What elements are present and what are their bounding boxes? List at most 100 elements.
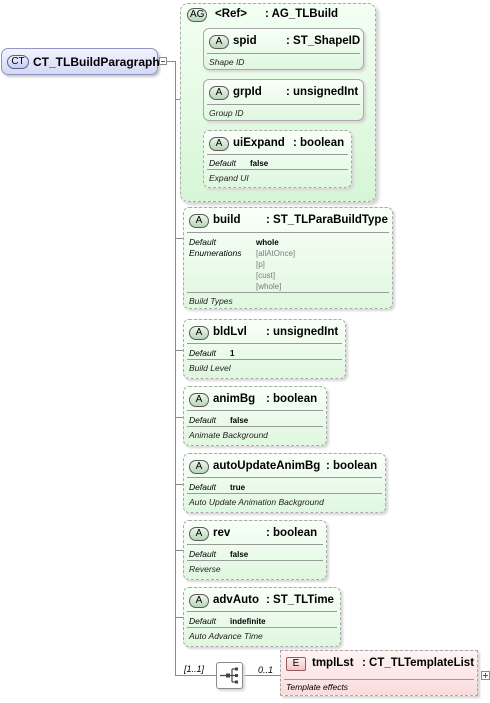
attribute-type: : ST_TLParaBuildType	[266, 214, 388, 226]
divider	[187, 232, 389, 233]
attribute-doc: Reverse	[189, 564, 221, 574]
complex-type-badge: CT	[7, 55, 29, 69]
attribute-rev[interactable]: A rev : boolean Default false Reverse	[183, 520, 327, 580]
attribute-type: : unsignedInt	[286, 86, 359, 98]
attribute-doc: Build Level	[189, 363, 231, 373]
complex-type-node[interactable]: CT CT_TLBuildParagraph	[1, 48, 160, 75]
attribute-name: rev	[213, 527, 231, 539]
default-label: Default	[189, 482, 216, 492]
sequence-glyph-icon	[220, 667, 238, 684]
attribute-autoupdateanimbg[interactable]: A autoUpdateAnimBg : boolean Default tru…	[183, 453, 386, 513]
default-value: false	[230, 550, 249, 559]
sequence-multiplicity: [1..1]	[184, 664, 205, 674]
default-value: indefinite	[230, 617, 266, 626]
default-value: whole	[256, 238, 279, 247]
connector-build	[175, 238, 183, 239]
divider	[187, 359, 342, 360]
attribute-badge: A	[189, 460, 209, 474]
element-multiplicity: 0..1	[258, 665, 274, 675]
connector-advauto	[175, 617, 183, 618]
attribute-name: animBg	[213, 393, 256, 405]
divider	[187, 410, 323, 411]
attribute-type: : boolean	[266, 527, 318, 539]
element-tmpllst[interactable]: E tmplLst : CT_TLTemplateList Template e…	[280, 650, 478, 696]
complex-type-name: CT_TLBuildParagraph	[33, 55, 160, 69]
attribute-type: : boolean	[326, 460, 378, 472]
default-value: false	[250, 159, 269, 168]
attribute-name: autoUpdateAnimBg	[213, 460, 321, 472]
attribute-spid[interactable]: A spid : ST_ShapeID Shape ID	[203, 28, 364, 70]
enum-value: [whole]	[256, 282, 282, 291]
divider	[284, 679, 474, 680]
connector-root-stub	[167, 61, 175, 62]
attribute-name: uiExpand	[233, 137, 285, 149]
attribute-type: : boolean	[266, 393, 318, 405]
connector-autoupdate	[175, 484, 183, 485]
divider	[187, 493, 382, 494]
attribute-doc: Shape ID	[209, 57, 245, 67]
default-label: Default	[189, 237, 216, 247]
default-value: 1	[230, 349, 235, 358]
attribute-bldlvl[interactable]: A bldLvl : unsignedInt Default 1 Build L…	[183, 319, 346, 379]
attribute-doc: Group ID	[209, 108, 244, 118]
attribute-name: grpId	[233, 86, 262, 98]
attribute-badge: A	[189, 527, 209, 541]
default-value: true	[230, 483, 246, 492]
default-label: Default	[189, 348, 216, 358]
attribute-name: build	[213, 214, 241, 226]
attribute-doc: Auto Advance Time	[189, 631, 263, 641]
default-value: false	[230, 416, 249, 425]
attribute-doc: Animate Background	[189, 430, 268, 440]
default-label: Default	[189, 616, 216, 626]
divider	[187, 560, 323, 561]
divider	[207, 53, 360, 54]
default-label: Default	[189, 549, 216, 559]
element-badge: E	[286, 657, 306, 671]
attribute-name: bldLvl	[213, 326, 247, 338]
attribute-badge: A	[189, 393, 209, 407]
default-label: Default	[209, 158, 236, 168]
attribute-type: : ST_ShapeID	[286, 35, 361, 47]
connector-sequence	[175, 675, 216, 676]
enumerations-label: Enumerations	[189, 248, 242, 258]
attribute-doc: Auto Update Animation Background	[189, 497, 324, 507]
attribute-doc: Expand UI	[209, 173, 249, 183]
attribute-group-badge: AG	[187, 8, 207, 22]
divider	[187, 627, 337, 628]
divider	[187, 343, 342, 344]
attribute-type: : boolean	[293, 137, 345, 149]
element-type: : CT_TLTemplateList	[362, 657, 475, 669]
attribute-doc: Build Types	[189, 296, 233, 306]
attribute-animbg[interactable]: A animBg : boolean Default false Animate…	[183, 386, 327, 446]
connector-element	[243, 675, 280, 676]
default-label: Default	[189, 415, 216, 425]
attribute-badge: A	[209, 86, 229, 100]
enum-value: [allAtOnce]	[256, 249, 296, 258]
attribute-group-type: : AG_TLBuild	[265, 8, 339, 20]
attribute-advauto[interactable]: A advAuto : ST_TLTime Default indefinite…	[183, 587, 341, 647]
element-doc: Template effects	[286, 682, 349, 692]
sequence-compositor-icon[interactable]	[216, 662, 243, 689]
connector-trunk	[175, 61, 176, 675]
attribute-name: spid	[233, 35, 257, 47]
divider	[187, 426, 323, 427]
attribute-badge: A	[209, 137, 229, 151]
divider	[187, 544, 323, 545]
attribute-badge: A	[209, 35, 229, 49]
collapse-toggle-icon[interactable]	[159, 57, 167, 65]
attribute-badge: A	[189, 214, 209, 228]
divider	[207, 169, 348, 170]
element-name: tmplLst	[312, 657, 354, 669]
attribute-type: : unsignedInt	[266, 326, 339, 338]
divider	[187, 477, 382, 478]
attribute-uiexpand[interactable]: A uiExpand : boolean Default false Expan…	[203, 130, 352, 188]
connector-animbg	[175, 417, 183, 418]
attribute-grpid[interactable]: A grpId : unsignedInt Group ID	[203, 79, 364, 121]
enum-value: [cust]	[256, 271, 276, 280]
enum-value: [p]	[256, 260, 265, 269]
attribute-build[interactable]: A build : ST_TLParaBuildType Default who…	[183, 207, 393, 309]
attribute-name: advAuto	[213, 594, 259, 606]
connector-rev	[175, 550, 183, 551]
attribute-badge: A	[189, 326, 209, 340]
expand-toggle-icon[interactable]	[481, 671, 490, 680]
